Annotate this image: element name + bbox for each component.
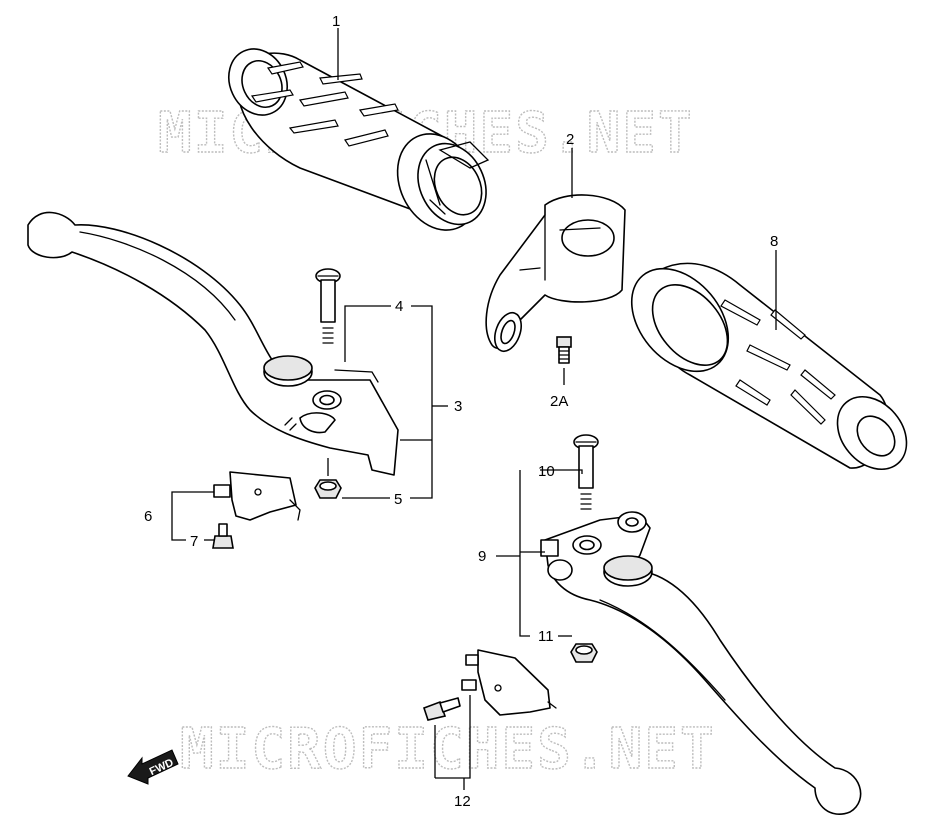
screw-7 [212, 523, 234, 549]
callout-7: 7 [190, 533, 198, 550]
brake-lever-assembly [27, 211, 399, 476]
screw-12 [422, 697, 461, 721]
grip-throttle [228, 48, 490, 231]
pivot-bolt-10 [573, 434, 599, 510]
nut-5 [314, 479, 342, 499]
watermark-bottom: MICROFICHES.NET [180, 717, 716, 782]
nut-11 [570, 643, 598, 663]
callout-3: 3 [454, 398, 462, 415]
leader-lines [171, 28, 777, 790]
switch-6 [213, 471, 301, 521]
pivot-bolt-4 [315, 268, 341, 344]
callout-5: 5 [394, 491, 402, 508]
callout-11: 11 [538, 628, 554, 645]
callout-1: 1 [332, 13, 340, 30]
callout-6: 6 [144, 508, 152, 525]
fwd-arrow: FWD [127, 749, 179, 785]
clutch-lever-assembly [540, 511, 862, 815]
callout-2a: 2A [550, 393, 568, 410]
throttle-housing [485, 194, 626, 353]
callout-9: 9 [478, 548, 486, 565]
callout-10: 10 [538, 463, 555, 480]
callout-12: 12 [454, 793, 471, 810]
switch-12 [461, 649, 557, 716]
callout-8: 8 [770, 233, 778, 250]
callout-2: 2 [566, 131, 574, 148]
callout-4: 4 [395, 298, 403, 315]
screw-2a [556, 336, 572, 364]
callouts: 1 2 2A 3 4 5 6 7 8 9 10 11 12 [144, 13, 778, 810]
grip-left [630, 262, 908, 471]
